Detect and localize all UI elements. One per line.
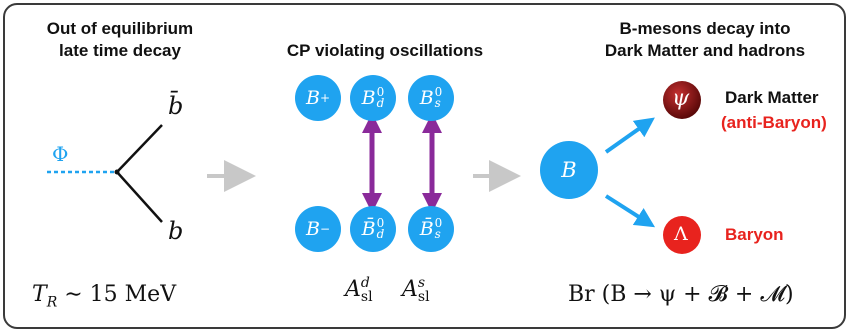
meson-b-decaying: B — [540, 141, 598, 199]
psi-circle — [663, 81, 701, 119]
lambda-symbol: Λ — [674, 223, 688, 245]
b-label: b — [168, 217, 184, 245]
temperature-formula: TR ∼ 15 MeV — [32, 282, 177, 311]
meson-b-plus: B+ — [295, 75, 341, 121]
heading-right-line2: Dark Matter and hadrons — [604, 41, 806, 60]
branching-formula: Br (B → ψ + 𝓑 + 𝓜) — [568, 282, 794, 307]
anti-baryon-label: (anti-Baryon) — [721, 113, 827, 132]
meson-b-minus: B− — [295, 206, 341, 252]
decay-vertex — [114, 169, 120, 175]
bbar-line — [116, 124, 163, 173]
heading-right: B-mesons decay into Dark Matter and hadr… — [575, 18, 835, 62]
decay-arrow-psi — [604, 117, 655, 154]
heading-right-line1: B-mesons decay into — [619, 19, 791, 38]
phi-label: Φ — [52, 142, 69, 166]
baryon-label: Baryon — [725, 225, 784, 244]
b-line — [116, 171, 163, 223]
lambda-circle — [663, 216, 701, 254]
decay-arrow-lambda — [604, 194, 656, 228]
psi-symbol: ψ — [672, 86, 690, 111]
dark-matter-label: Dark Matter — [725, 88, 819, 107]
heading-left-line1: Out of equilibrium — [46, 19, 194, 38]
heading-left-line2: late time decay — [59, 41, 181, 60]
heading-middle: CP violating oscillations — [286, 41, 484, 60]
bbar-label: b̄ — [168, 92, 184, 120]
heading-left: Out of equilibrium late time decay — [20, 18, 220, 62]
